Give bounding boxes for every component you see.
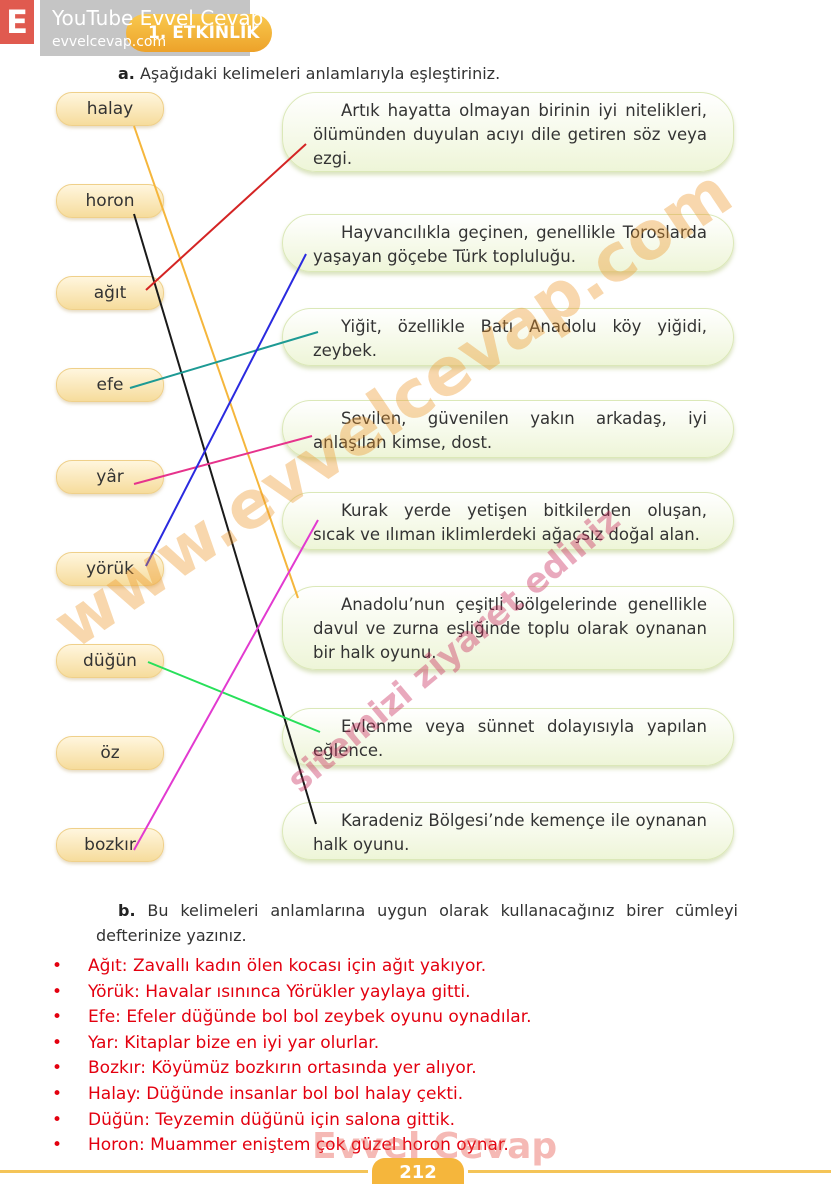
- definition-box-2: Hayvancılıkla geçinen, genellikle Torosl…: [282, 214, 734, 272]
- brand-logo-letter: E: [0, 0, 34, 44]
- answer-list: • Ağıt: Zavallı kadın ölen kocası için ağ…: [52, 954, 532, 1159]
- match-line-agit: [145, 143, 307, 291]
- part-b-text: Bu kelimeleri anlamlarına uygun olarak k…: [96, 901, 738, 945]
- bullet-icon: •: [52, 1058, 63, 1079]
- answer-item: • Efe: Efeler düğünde bol bol zeybek oyun…: [52, 1005, 532, 1031]
- word-pill-oz: öz: [56, 736, 164, 770]
- bullet-icon: •: [52, 1032, 63, 1053]
- answer-text: Bozkır: Köyümüz bozkırın ortasında yer a…: [88, 1058, 477, 1079]
- definition-box-4: Sevilen, güvenilen yakın arkadaş, iyi an…: [282, 400, 734, 458]
- definition-box-1: Artık hayatta olmayan birinin iyi niteli…: [282, 92, 734, 172]
- answer-item: • Yörük: Havalar ısınınca Yörükler yaylay…: [52, 980, 532, 1006]
- channel-name: YouTube Evvel Cevap: [52, 6, 264, 30]
- bullet-icon: •: [52, 956, 63, 976]
- bullet-icon: •: [52, 1135, 63, 1156]
- answer-item: • Düğün: Teyzemin düğünü için salona gitt…: [52, 1108, 532, 1134]
- definition-box-3: Yiğit, özellikle Batı Anadolu köy yiğidi…: [282, 308, 734, 366]
- activity-banner: 1. ETKİNLİK: [126, 14, 272, 52]
- definition-box-6: Anadolu’nun çeşitli bölgelerinde genelli…: [282, 586, 734, 670]
- word-pill-agit: ağıt: [56, 276, 164, 310]
- word-pill-halay: halay: [56, 92, 164, 126]
- part-b-label: b.: [118, 901, 136, 920]
- word-pill-efe: efe: [56, 368, 164, 402]
- part-a-instruction: a. Aşağıdaki kelimeleri anlamlarıyla eşl…: [118, 64, 500, 83]
- answer-item: • Yar: Kitaplar bize en iyi yar olurlar.: [52, 1031, 532, 1057]
- answer-text: Yörük: Havalar ısınınca Yörükler yaylaya…: [88, 981, 471, 1002]
- answer-text: Ağıt: Zavallı kadın ölen kocası için ağı…: [88, 956, 487, 976]
- bullet-icon: •: [52, 1109, 63, 1130]
- answer-text: Horon: Muammer eniştem çok güzel horon o…: [88, 1135, 509, 1156]
- page-number: 212: [372, 1158, 464, 1184]
- answer-text: Halay: Düğünde insanlar bol bol halay çe…: [88, 1083, 464, 1104]
- word-pill-yoruk: yörük: [56, 552, 164, 586]
- answer-text: Düğün: Teyzemin düğünü için salona gitti…: [88, 1109, 456, 1130]
- answer-item: • Ağıt: Zavallı kadın ölen kocası için ağ…: [52, 954, 532, 980]
- channel-site: evvelcevap.com: [52, 34, 167, 50]
- part-a-label: a.: [118, 64, 135, 83]
- part-a-text: Aşağıdaki kelimeleri anlamlarıyla eşleşt…: [139, 64, 501, 83]
- word-pill-yar: yâr: [56, 460, 164, 494]
- footer-rule-left: [0, 1170, 368, 1173]
- part-b-instruction: b. Bu kelimeleri anlamlarına uygun olara…: [96, 898, 738, 948]
- definition-box-8: Karadeniz Bölgesi’nde kemençe ile oynana…: [282, 802, 734, 860]
- bullet-icon: •: [52, 1007, 63, 1028]
- answer-text: Efe: Efeler düğünde bol bol zeybek oyunu…: [88, 1007, 532, 1028]
- answer-item: • Bozkır: Köyümüz bozkırın ortasında yer …: [52, 1056, 532, 1082]
- bullet-icon: •: [52, 1083, 63, 1104]
- definition-box-5: Kurak yerde yetişen bitkilerden oluşan, …: [282, 492, 734, 550]
- answer-item: • Halay: Düğünde insanlar bol bol halay ç…: [52, 1082, 532, 1108]
- bullet-icon: •: [52, 981, 63, 1002]
- answer-text: Yar: Kitaplar bize en iyi yar olurlar.: [88, 1032, 380, 1053]
- definition-box-7: Evlenme veya sünnet dolayısıyla yapılan …: [282, 708, 734, 766]
- footer-rule-right: [468, 1170, 831, 1173]
- word-pill-bozkir: bozkır: [56, 828, 164, 862]
- word-pill-dugun: düğün: [56, 644, 164, 678]
- answer-item: • Horon: Muammer eniştem çok güzel horon …: [52, 1133, 532, 1159]
- word-pill-horon: horon: [56, 184, 164, 218]
